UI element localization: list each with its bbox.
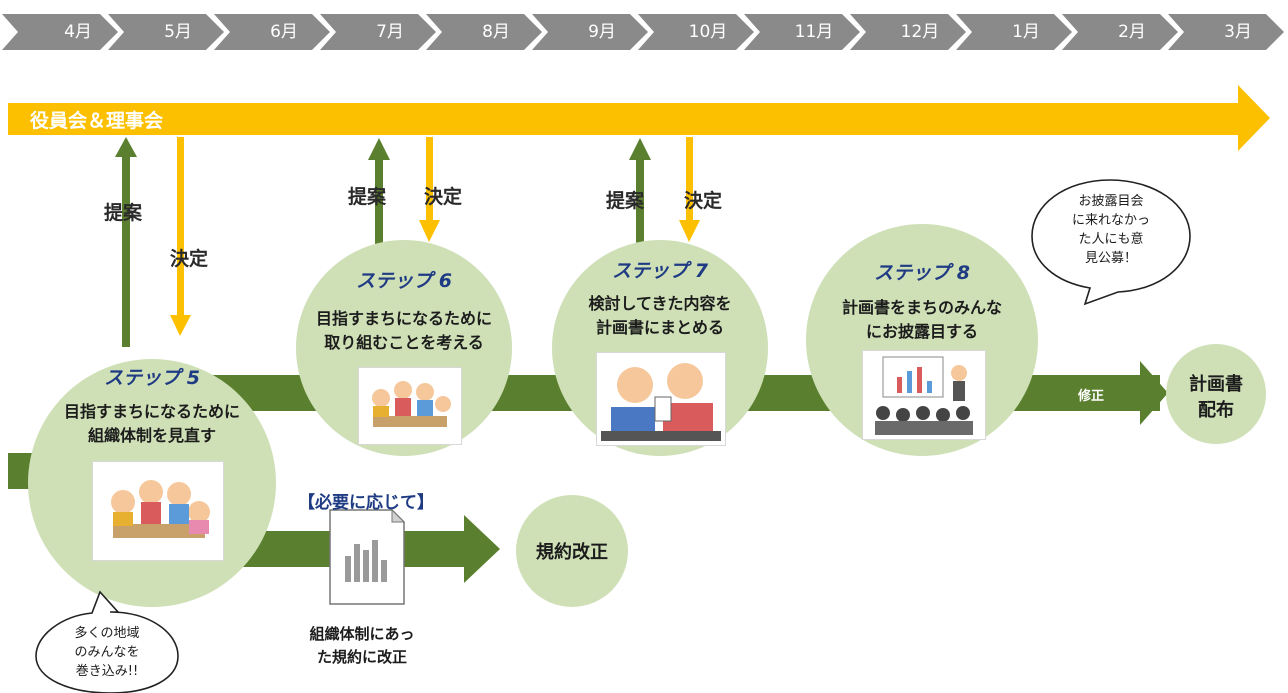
- branch-arrow-head: [464, 515, 500, 583]
- decide-label-5: 決定: [170, 248, 209, 270]
- month-chevron-3: [1168, 14, 1284, 50]
- bubble-top-text: お披露目会 に来れなかっ た人にも意 見公募！: [1071, 194, 1150, 266]
- propose-label-5: 提案: [104, 202, 143, 224]
- month-label-8: 8月: [482, 22, 510, 42]
- presentation-icon: [875, 356, 973, 435]
- month-label-12: 12月: [900, 22, 940, 42]
- month-chevron-12: [850, 14, 966, 50]
- rules-circle: [516, 495, 628, 607]
- decide-arrow-head-6: [419, 220, 440, 242]
- bubble-bottom-text: 多くの地域 のみんなを 巻き込み!!: [74, 626, 140, 679]
- propose-arrow-head-6: [368, 138, 390, 160]
- decide-arrow-shaft-7: [686, 137, 693, 221]
- propose-label-7: 提案: [606, 190, 645, 212]
- month-chevrons: [2, 14, 1284, 50]
- decide-label-6: 決定: [424, 186, 463, 208]
- board-label: 役員会＆理事会: [30, 110, 164, 132]
- month-chevron-1: [956, 14, 1072, 50]
- month-chevron-4: [2, 14, 118, 50]
- month-chevron-6: [214, 14, 330, 50]
- people-discussion-icon: [372, 381, 451, 427]
- propose-arrow-shaft-5: [122, 155, 130, 347]
- board-arrow: [8, 85, 1270, 151]
- decide-label-7: 決定: [684, 190, 723, 212]
- meeting-illustration-step6: [358, 367, 462, 445]
- month-chevron-7: [320, 14, 436, 50]
- propose-label-6: 提案: [348, 186, 387, 208]
- rules-result: 規約改正: [536, 542, 608, 563]
- step7-description: 検討してきた内容を 計画書にまとめる: [588, 294, 732, 337]
- month-label-2: 2月: [1118, 22, 1146, 42]
- month-label-10: 10月: [688, 22, 728, 42]
- step8-description: 計画書をまちのみんな にお披露目する: [841, 298, 1002, 341]
- step6-title: ステップ 6: [356, 270, 452, 292]
- bubble-top-shape: [1031, 179, 1191, 306]
- propose-arrow-shaft-6: [375, 158, 383, 248]
- propose-arrow-head-7: [629, 138, 651, 160]
- decide-arrow-shaft-5: [177, 137, 184, 317]
- revise-label: 修正: [1078, 389, 1105, 404]
- month-label-6: 6月: [270, 22, 298, 42]
- step6-description: 目指すまちになるために 取り組むことを考える: [315, 309, 492, 352]
- month-label-11: 11月: [794, 22, 834, 42]
- step5-title: ステップ 5: [104, 367, 200, 389]
- month-chevron-9: [532, 14, 648, 50]
- decide-arrow-head-7: [679, 220, 700, 242]
- writing-illustration-step7: [596, 352, 726, 446]
- flow-band-end-arrow: [1140, 361, 1168, 425]
- month-label-7: 7月: [376, 22, 404, 42]
- branch-caption: 組織体制にあっ た規約に改正: [309, 625, 415, 666]
- decide-arrow-shaft-6: [426, 137, 433, 221]
- month-label-4: 4月: [64, 22, 92, 42]
- month-chevron-5: [108, 14, 224, 50]
- month-timeline: [2, 14, 1284, 50]
- branch-note: 【必要に応じて】: [298, 493, 434, 513]
- final-result: 計画書 配布: [1189, 374, 1243, 421]
- document-icon: [329, 508, 406, 605]
- people-meeting-icon: [111, 480, 210, 538]
- month-label-9: 9月: [588, 22, 616, 42]
- meeting-illustration-step5: [92, 461, 224, 561]
- month-chevron-8: [426, 14, 542, 50]
- step7-title: ステップ 7: [612, 260, 708, 282]
- step5-description: 目指すまちになるために 組織体制を見直す: [63, 402, 240, 445]
- month-chevron-11: [744, 14, 860, 50]
- month-label-3: 3月: [1224, 22, 1252, 42]
- propose-arrow-shaft-7: [636, 158, 644, 248]
- propose-arrow-head-5: [115, 137, 137, 157]
- month-chevron-2: [1062, 14, 1178, 50]
- month-label-1: 1月: [1012, 22, 1040, 42]
- final-circle: [1166, 344, 1266, 444]
- step8-title: ステップ 8: [874, 262, 970, 284]
- people-writing-icon: [601, 363, 721, 441]
- presentation-illustration-step8: [862, 350, 986, 440]
- month-chevron-10: [638, 14, 754, 50]
- decide-arrow-head-5: [170, 315, 191, 336]
- month-label-5: 5月: [164, 22, 192, 42]
